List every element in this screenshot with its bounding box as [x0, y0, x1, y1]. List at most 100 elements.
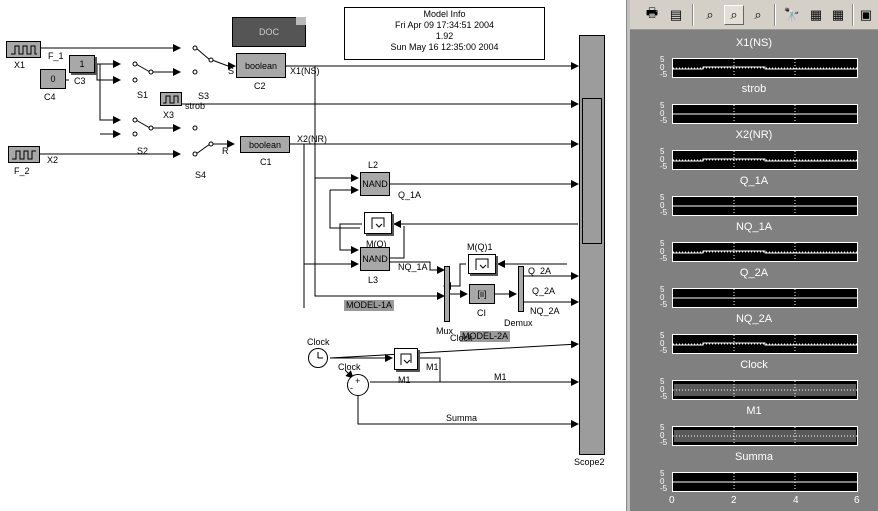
ci-inner: [ii] [477, 289, 487, 299]
plot-axes[interactable] [672, 58, 858, 78]
window-divider[interactable] [626, 0, 630, 511]
x-tick-2: 2 [731, 495, 737, 506]
plot-trace [673, 197, 857, 215]
c3-value: 1 [79, 59, 85, 69]
y-tick-bot: -5 [660, 484, 668, 493]
memory-icon [371, 217, 385, 229]
s1-label: S1 [137, 90, 149, 100]
zoom-y-icon[interactable]: ⌕ [754, 7, 762, 22]
plot-axes[interactable] [672, 196, 858, 216]
print-icon[interactable]: 🖶 [645, 5, 659, 20]
constant-c4[interactable]: 0 [40, 69, 66, 89]
y-tick-bot: -5 [660, 254, 668, 263]
plot-axes[interactable] [672, 334, 858, 354]
boolean-block-c2[interactable]: boolean [236, 53, 286, 78]
scope2-inner [582, 98, 602, 244]
y-tick-bot: -5 [660, 392, 668, 401]
mux-label: Mux [436, 326, 454, 336]
plot-axes[interactable] [672, 150, 858, 170]
doc-block[interactable]: DOC [232, 17, 306, 47]
plot-axes[interactable] [672, 380, 858, 400]
memory-block-mq[interactable] [364, 212, 392, 234]
pulse-icon [12, 150, 36, 160]
simulink-diagram-canvas[interactable]: Model Info Fri Apr 09 17:34:51 2004 1.92… [0, 0, 630, 511]
y-tick-mid: 0 [660, 201, 665, 210]
c2-inner: boolean [244, 60, 278, 71]
c2-label: C2 [254, 81, 266, 91]
y-tick-mid: 0 [660, 339, 665, 348]
x1-label: X1 [14, 60, 26, 70]
pulse-generator-x3[interactable] [160, 92, 182, 106]
l2-label: L2 [368, 160, 379, 170]
save-axes-icon[interactable]: ▦ [809, 7, 823, 22]
pulse-generator-x1[interactable] [6, 41, 41, 58]
plot-axes[interactable] [672, 426, 858, 446]
y-tick-bot: -5 [660, 438, 668, 447]
x-tick-6: 6 [854, 495, 860, 506]
y-tick-mid: 0 [660, 247, 665, 256]
pulse-icon [10, 45, 37, 55]
boolean-block-c1[interactable]: boolean [240, 136, 290, 153]
scope2-label: Scope2 [574, 457, 605, 467]
strob-label: strob [185, 101, 206, 111]
x-tick-4: 4 [793, 495, 799, 506]
scope-toolbar: 🖶 ▤ ⌕ ⌕ ⌕ 🔭 ▦ ▦ ▣ [630, 0, 878, 30]
ci-label: CI [477, 308, 486, 318]
ci-block[interactable]: [ii] [469, 284, 495, 304]
clock-icon[interactable] [308, 348, 328, 368]
autoscale-icon[interactable]: 🔭 [783, 7, 801, 22]
s2-label: S2 [137, 146, 149, 156]
sum-minus: - [350, 383, 353, 393]
y-tick-top: 5 [660, 193, 665, 202]
zoom-icon[interactable]: ⌕ [706, 7, 714, 22]
memory-block-m1[interactable] [394, 348, 418, 370]
y-tick-top: 5 [660, 331, 665, 340]
y-tick-bot: -5 [660, 208, 668, 217]
constant-c3[interactable]: 1 [69, 55, 95, 73]
y-tick-bot: -5 [660, 162, 668, 171]
s-label: S [228, 66, 235, 76]
l3-label: L3 [368, 275, 379, 285]
sum-block[interactable]: + - [347, 374, 369, 396]
plot-trace [673, 105, 857, 123]
model-info-created: Fri Apr 09 17:34:51 2004 [394, 20, 495, 30]
demux-block[interactable] [518, 266, 524, 312]
model-info-version: 1.92 [435, 31, 454, 41]
parameters-icon[interactable]: ▤ [669, 7, 683, 22]
y-tick-mid: 0 [660, 155, 665, 164]
plot-axes[interactable] [672, 288, 858, 308]
plot-title: X2(NR) [735, 129, 773, 141]
mux-block[interactable] [444, 266, 450, 322]
plot-axes[interactable] [672, 104, 858, 124]
s4-label: S4 [195, 170, 207, 180]
model-2a-tag[interactable]: MODEL-2A [460, 331, 511, 342]
model-1a-tag[interactable]: MODEL-1A [344, 300, 395, 311]
mq1-label: M(Q)1 [467, 242, 493, 252]
plot-title: Q_1A [739, 175, 769, 187]
plot-axes[interactable] [672, 242, 858, 262]
y-tick-mid: 0 [660, 431, 665, 440]
plot-title: Summa [735, 451, 773, 463]
c1-inner: boolean [248, 139, 282, 150]
c3-label: C3 [74, 76, 86, 86]
q1a-label: Q_1A [398, 190, 422, 200]
plot-title: NQ_2A [735, 313, 773, 325]
y-tick-mid: 0 [660, 63, 665, 72]
plot-trace [673, 427, 857, 445]
plot-axes[interactable] [672, 472, 858, 492]
plot-trace [673, 59, 857, 77]
nq2a-label: NQ_2A [530, 306, 560, 316]
restore-axes-icon[interactable]: ▦ [831, 7, 845, 22]
m1-out-label: M1 [426, 362, 439, 372]
floating-scope-icon[interactable]: ▣ [859, 7, 873, 22]
nand-gate-l2[interactable]: NAND [360, 172, 390, 196]
pulse-generator-x2[interactable] [8, 146, 40, 163]
l3-inner: NAND [362, 254, 388, 264]
memory-block-mq1[interactable] [468, 254, 496, 274]
model-info-block[interactable]: Model Info Fri Apr 09 17:34:51 2004 1.92… [344, 7, 545, 60]
plot-trace [673, 473, 857, 491]
plot-trace [673, 381, 857, 399]
zoom-x-icon[interactable]: ⌕ [724, 5, 744, 25]
nand-gate-l3[interactable]: NAND [360, 247, 390, 271]
